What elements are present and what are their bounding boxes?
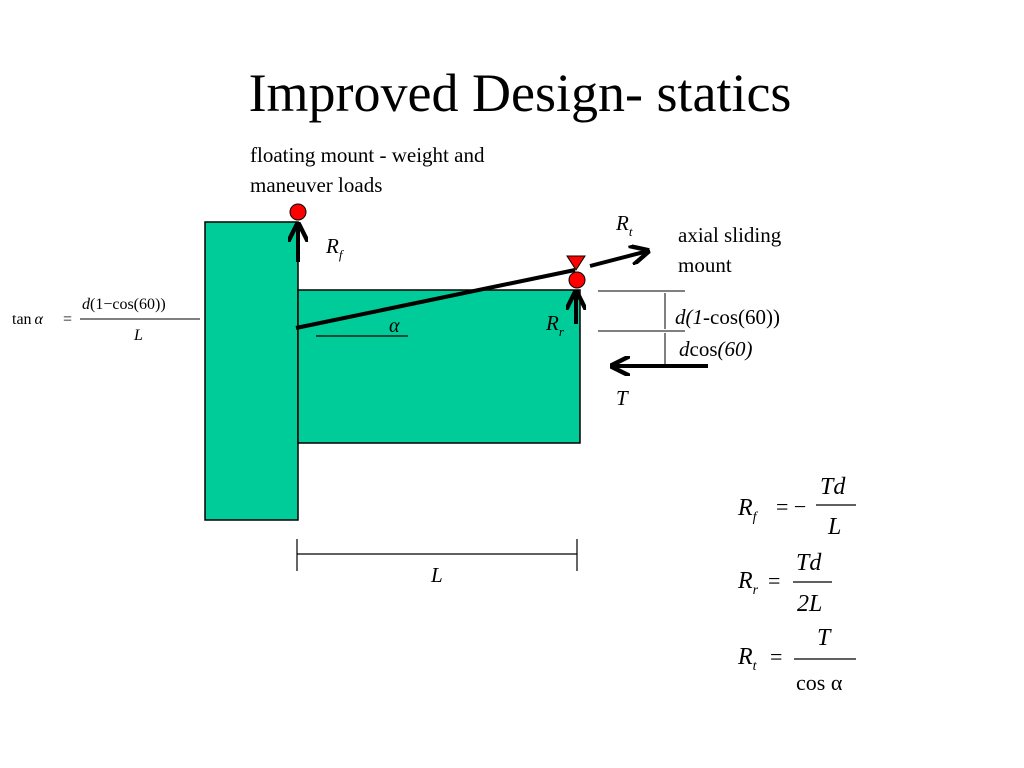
- rt-eq-sign: =: [770, 644, 782, 669]
- tan-eq: =: [63, 311, 72, 328]
- rt-equation: Rt = T cos α: [737, 625, 856, 695]
- rr-eq-sub: r: [753, 583, 759, 598]
- rr-label-main: R: [545, 311, 559, 335]
- tan-num-rest: (1−cos(60)): [90, 296, 166, 313]
- length-label: L: [430, 563, 443, 587]
- dim-offset-d: d: [675, 305, 686, 329]
- rt-eq-den: cos α: [796, 670, 843, 695]
- sliding-mount-triangle: [566, 255, 586, 271]
- rf-equation: Rf = − Td L: [737, 474, 856, 540]
- rr-label-sub: r: [559, 324, 565, 339]
- axial-mount-line1: axial sliding: [678, 223, 782, 247]
- rf-eq-num: Td: [820, 474, 846, 500]
- t-label: T: [616, 386, 629, 410]
- floating-mount-line1: floating mount - weight and: [250, 143, 485, 167]
- axial-mount-line2: mount: [678, 253, 732, 277]
- rt-label-main: R: [615, 211, 629, 235]
- rt-label: Rt: [615, 211, 633, 239]
- rf-eq-sign: = −: [776, 494, 806, 519]
- floating-mount-circle: [289, 203, 307, 221]
- rr-eq-main: R: [737, 568, 753, 594]
- rf-label-main: R: [325, 234, 339, 258]
- rf-label-sub: f: [339, 247, 345, 262]
- alpha-label: α: [389, 315, 400, 337]
- rf-eq-lhs: Rf: [737, 495, 759, 525]
- dim-offset-one: (1: [686, 305, 704, 329]
- wall-block: [204, 221, 299, 521]
- sliding-mount-circle: [568, 271, 586, 289]
- axial-mount-note: axial sliding mount: [678, 220, 781, 280]
- dim-height-label: dcos(60): [679, 337, 753, 361]
- dim-offset-rest: -cos(60)): [703, 305, 780, 329]
- dim-height-cos: cos: [690, 337, 718, 361]
- rr-equation: Rr = Td 2L: [737, 550, 832, 617]
- tan-num-d: d: [82, 296, 91, 313]
- tan-fn: tan: [12, 311, 32, 328]
- rt-eq-sub: t: [753, 659, 758, 674]
- rr-eq-num: Td: [796, 550, 822, 576]
- slide-title: Improved Design- statics: [248, 63, 792, 123]
- link-line: [295, 268, 576, 330]
- tan-numerator: d(1−cos(60)): [82, 296, 166, 313]
- rr-eq-lhs: Rr: [737, 568, 759, 598]
- rt-label-sub: t: [629, 224, 633, 239]
- beam-block: [297, 289, 581, 444]
- rt-eq-lhs: Rt: [737, 644, 758, 674]
- rt-eq-main: R: [737, 644, 753, 670]
- rr-eq-sign: =: [768, 568, 780, 593]
- rt-eq-num: T: [817, 625, 832, 651]
- dim-height-arg: (60): [718, 337, 753, 361]
- floating-mount-note: floating mount - weight and maneuver loa…: [250, 140, 484, 200]
- dim-offset-label: d(1-cos(60)): [675, 305, 780, 329]
- rr-label: Rr: [545, 311, 565, 339]
- tan-var: α: [35, 311, 44, 328]
- tan-denominator: L: [133, 327, 143, 344]
- rt-arrow: [589, 251, 648, 268]
- rf-eq-sub: f: [753, 510, 759, 525]
- rf-eq-main: R: [737, 495, 753, 521]
- dim-height-d: d: [679, 337, 690, 361]
- rf-eq-den: L: [827, 514, 841, 540]
- rf-label: Rf: [325, 234, 345, 262]
- rr-eq-den: 2L: [797, 591, 822, 617]
- floating-mount-line2: maneuver loads: [250, 173, 383, 197]
